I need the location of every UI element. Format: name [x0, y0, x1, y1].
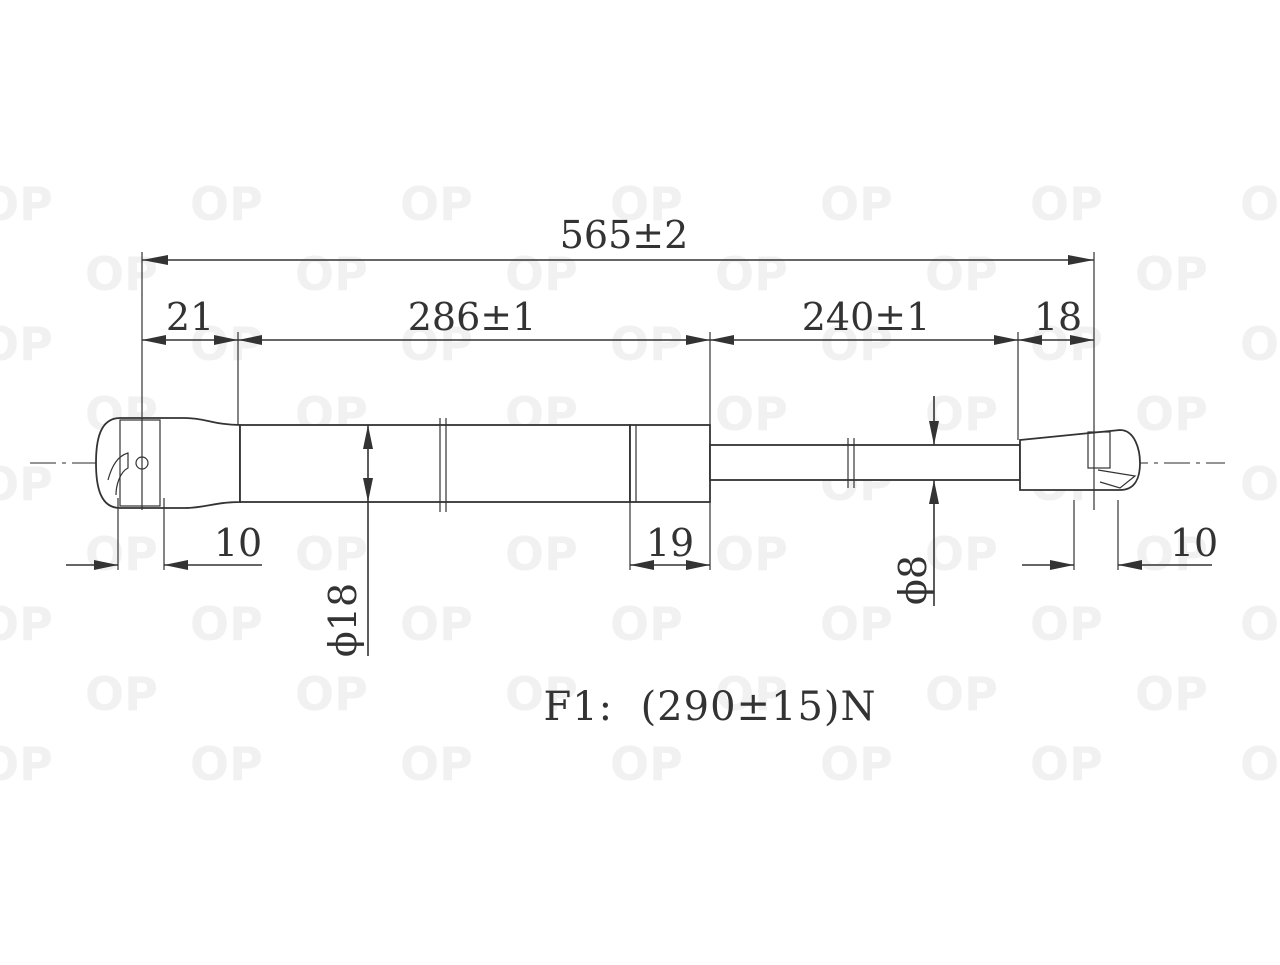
arrow: [929, 421, 939, 445]
arrow: [1018, 335, 1042, 345]
watermark-logo: OP: [85, 667, 158, 721]
arrow: [1118, 560, 1142, 570]
watermark-logo: OP: [610, 597, 683, 651]
watermark-logo: OP: [1240, 457, 1280, 511]
arrow: [142, 335, 166, 345]
watermark-logo: OP: [715, 527, 788, 581]
watermark-logo: OP: [400, 317, 473, 371]
dim-cylinder-diameter: ϕ18: [321, 583, 365, 657]
watermark-logo: OP: [715, 667, 788, 721]
piston-rod: [709, 444, 1021, 481]
dim-cylinder-end-cap: 19: [646, 521, 694, 565]
arrow: [710, 335, 734, 345]
cylinder-body: [239, 424, 631, 503]
watermark-logo: OP: [610, 177, 683, 231]
arrow: [630, 560, 654, 570]
watermark-logo: OP: [925, 387, 998, 441]
watermark-logo: OP: [190, 597, 263, 651]
watermark-logo: OP: [715, 247, 788, 301]
dim-overall-length: 565±2: [560, 213, 689, 257]
left-clip: [107, 452, 129, 496]
watermark-layer: OP OP OP OP OP OP OP OP OP OP OP OP OP OP OP OP OP OP OP OP…: [0, 177, 1280, 791]
dim-right-eye-width: 10: [1170, 521, 1218, 565]
arrow: [686, 335, 710, 345]
cylinder-end-cap: [629, 424, 711, 503]
watermark-logo: OP: [1240, 737, 1280, 791]
watermark-logo: OP: [1030, 737, 1103, 791]
watermark-logo: OP: [0, 457, 53, 511]
dim-right-eye-offset: 18: [1034, 295, 1082, 339]
watermark-logo: OP: [85, 527, 158, 581]
watermark-logo: OP: [400, 737, 473, 791]
watermark-logo: OP: [400, 597, 473, 651]
watermark-logo: OP: [190, 317, 263, 371]
watermark-logo: OP: [610, 317, 683, 371]
right-eye-slot: [1087, 431, 1111, 469]
dim-cylinder-length: 286±1: [408, 295, 537, 339]
arrow: [238, 335, 262, 345]
watermark-logo: OP: [1030, 597, 1103, 651]
left-end-fitting: [95, 417, 241, 509]
right-end-fitting: [1019, 429, 1141, 491]
watermark-logo: OP: [1135, 387, 1208, 441]
arrow: [214, 335, 238, 345]
watermark-logo: OP: [925, 527, 998, 581]
dim-rod-diameter: ϕ8: [891, 555, 935, 605]
watermark-logo: OP: [1240, 177, 1280, 231]
watermark-logo: OP: [820, 177, 893, 231]
watermark-logo: OP: [0, 597, 53, 651]
watermark-logo: OP: [295, 667, 368, 721]
watermark-logo: OP: [85, 247, 158, 301]
watermark-logo: OP: [820, 737, 893, 791]
right-clip: [1097, 469, 1137, 489]
watermark-logo: OP: [0, 737, 53, 791]
watermark-logo: OP: [1240, 317, 1280, 371]
watermark-logo: OP: [1135, 667, 1208, 721]
arrow: [164, 560, 188, 570]
dim-rod-length: 240±1: [802, 295, 931, 339]
watermark-logo: OP: [925, 667, 998, 721]
arrow: [1068, 255, 1094, 265]
watermark-logo: OP: [505, 667, 578, 721]
watermark-logo: OP: [1030, 177, 1103, 231]
watermark-logo: OP: [1030, 317, 1103, 371]
watermark-logo: OP: [1135, 527, 1208, 581]
watermark-logo: OP: [1135, 247, 1208, 301]
arrow: [929, 480, 939, 504]
arrow: [686, 560, 710, 570]
dim-left-eye-offset: 21: [166, 295, 214, 339]
watermark-logo: OP: [0, 177, 53, 231]
arrow: [994, 335, 1018, 345]
arrow: [1050, 560, 1074, 570]
watermark-logo: OP: [0, 317, 53, 371]
arrow: [1070, 335, 1094, 345]
watermark-logo: OP: [505, 527, 578, 581]
watermark-logo: OP: [400, 177, 473, 231]
watermark-logo: OP: [190, 737, 263, 791]
watermark-logo: OP: [190, 177, 263, 231]
watermark-logo: OP: [505, 247, 578, 301]
arrow: [94, 560, 118, 570]
watermark-logo: OP: [715, 387, 788, 441]
force-label: F1: (290±15)N: [543, 684, 876, 730]
left-eye-slot: [119, 419, 161, 507]
watermark-logo: OP: [1240, 597, 1280, 651]
arrow: [142, 255, 168, 265]
watermark-logo: OP: [820, 317, 893, 371]
arrow: [363, 478, 373, 502]
watermark-logo: OP: [820, 597, 893, 651]
watermark-logo: OP: [295, 527, 368, 581]
watermark-logo: OP: [610, 737, 683, 791]
watermark-logo: OP: [295, 247, 368, 301]
arrow: [363, 425, 373, 449]
dim-left-eye-width: 10: [214, 521, 262, 565]
watermark-logo: OP: [925, 247, 998, 301]
